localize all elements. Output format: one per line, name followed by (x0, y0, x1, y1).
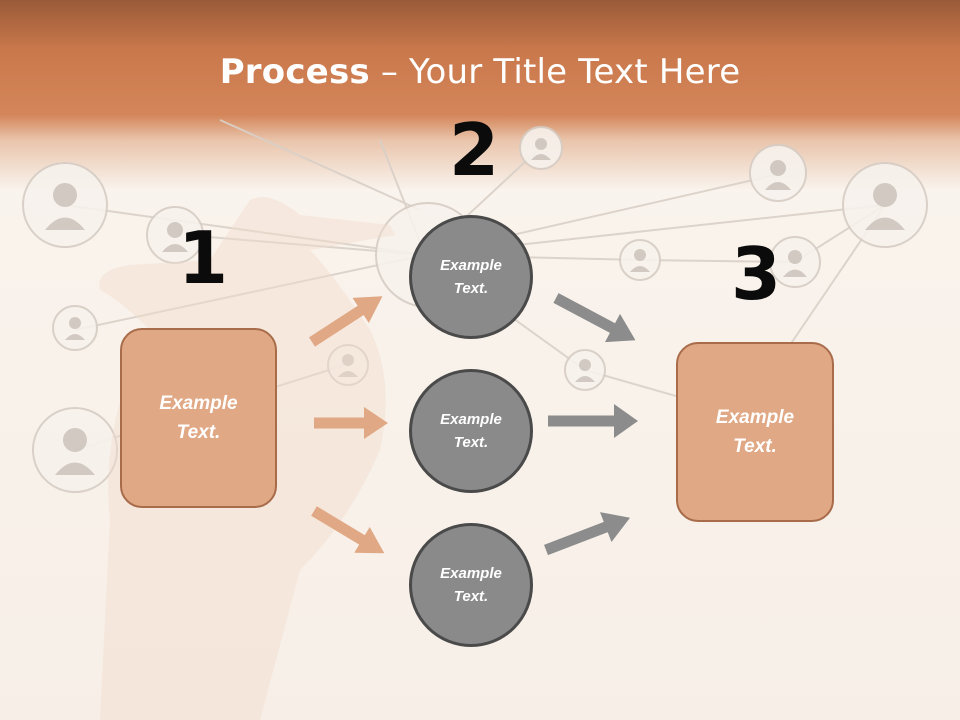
arrow-icon (548, 404, 638, 438)
circle-1: Example Text. (409, 215, 533, 339)
arrow-icon (311, 506, 385, 554)
step-number-3: 3 (731, 232, 782, 316)
arrow-icon (553, 293, 636, 343)
right-box-text: Example Text. (715, 407, 795, 457)
circle-3: Example Text. (409, 523, 533, 647)
circle-2-text: Example Text. (440, 411, 502, 451)
right-box: Example Text. (676, 342, 834, 522)
left-box-text: Example Text. (159, 393, 238, 443)
arrow-icon (309, 296, 383, 347)
slide-title: Process – Your Title Text Here (0, 52, 960, 92)
circle-3-text: Example Text. (440, 565, 502, 605)
step-number-1: 1 (178, 216, 229, 300)
title-rest: – Your Title Text Here (369, 52, 741, 92)
circle-1-text: Example Text. (440, 257, 502, 297)
left-box: Example Text. (120, 328, 277, 508)
step-number-2: 2 (449, 108, 500, 192)
arrow-icon (314, 407, 388, 439)
arrow-icon (544, 512, 631, 556)
circle-2: Example Text. (409, 369, 533, 493)
title-bold: Process (219, 52, 370, 92)
